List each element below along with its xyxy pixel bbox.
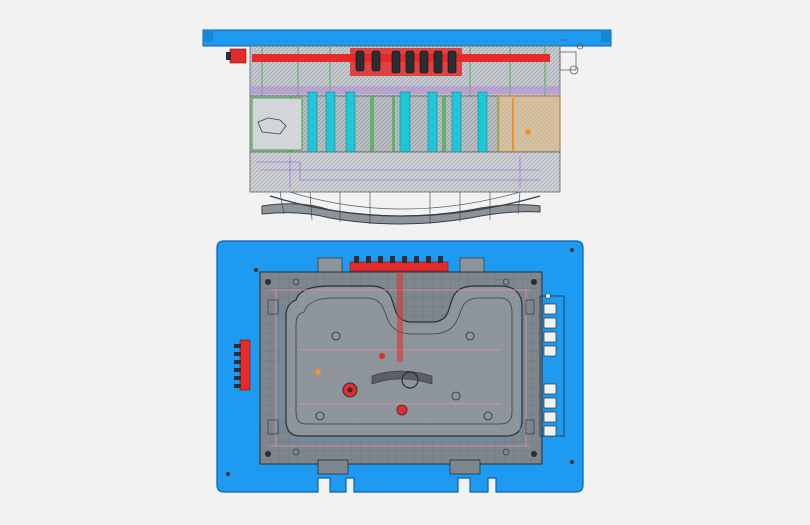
mold-details bbox=[267, 278, 535, 456]
sprue-channel bbox=[397, 272, 403, 362]
bottom-tab-right bbox=[449, 459, 481, 475]
clamp-plate-step-left bbox=[203, 30, 213, 42]
top-manifold-bar bbox=[349, 261, 449, 272]
top-clamp-plate bbox=[202, 29, 612, 47]
highlighted-slide-block bbox=[497, 95, 561, 153]
left-manifold-connectors bbox=[234, 344, 241, 388]
cavity-inner-outline bbox=[295, 297, 513, 425]
side-elevation-view bbox=[202, 29, 612, 225]
purple-cooling-lines bbox=[256, 156, 540, 188]
clamp-plate-step-right bbox=[601, 30, 611, 42]
right-fittings bbox=[559, 39, 584, 75]
nozzle-connectors bbox=[355, 50, 457, 74]
right-connector-boxes bbox=[543, 303, 557, 437]
top-plan-view bbox=[216, 240, 584, 493]
left-insert bbox=[251, 97, 303, 151]
purple-band bbox=[250, 86, 560, 94]
top-manifold-connectors bbox=[354, 256, 443, 263]
bottom-tab-left bbox=[317, 459, 349, 475]
ejector-details bbox=[279, 191, 521, 224]
gate-features bbox=[315, 331, 493, 421]
left-connector-icon bbox=[229, 48, 247, 64]
corner-bolts bbox=[226, 248, 574, 476]
left-manifold-block bbox=[239, 339, 251, 391]
blue-cooling-lines bbox=[279, 300, 521, 441]
